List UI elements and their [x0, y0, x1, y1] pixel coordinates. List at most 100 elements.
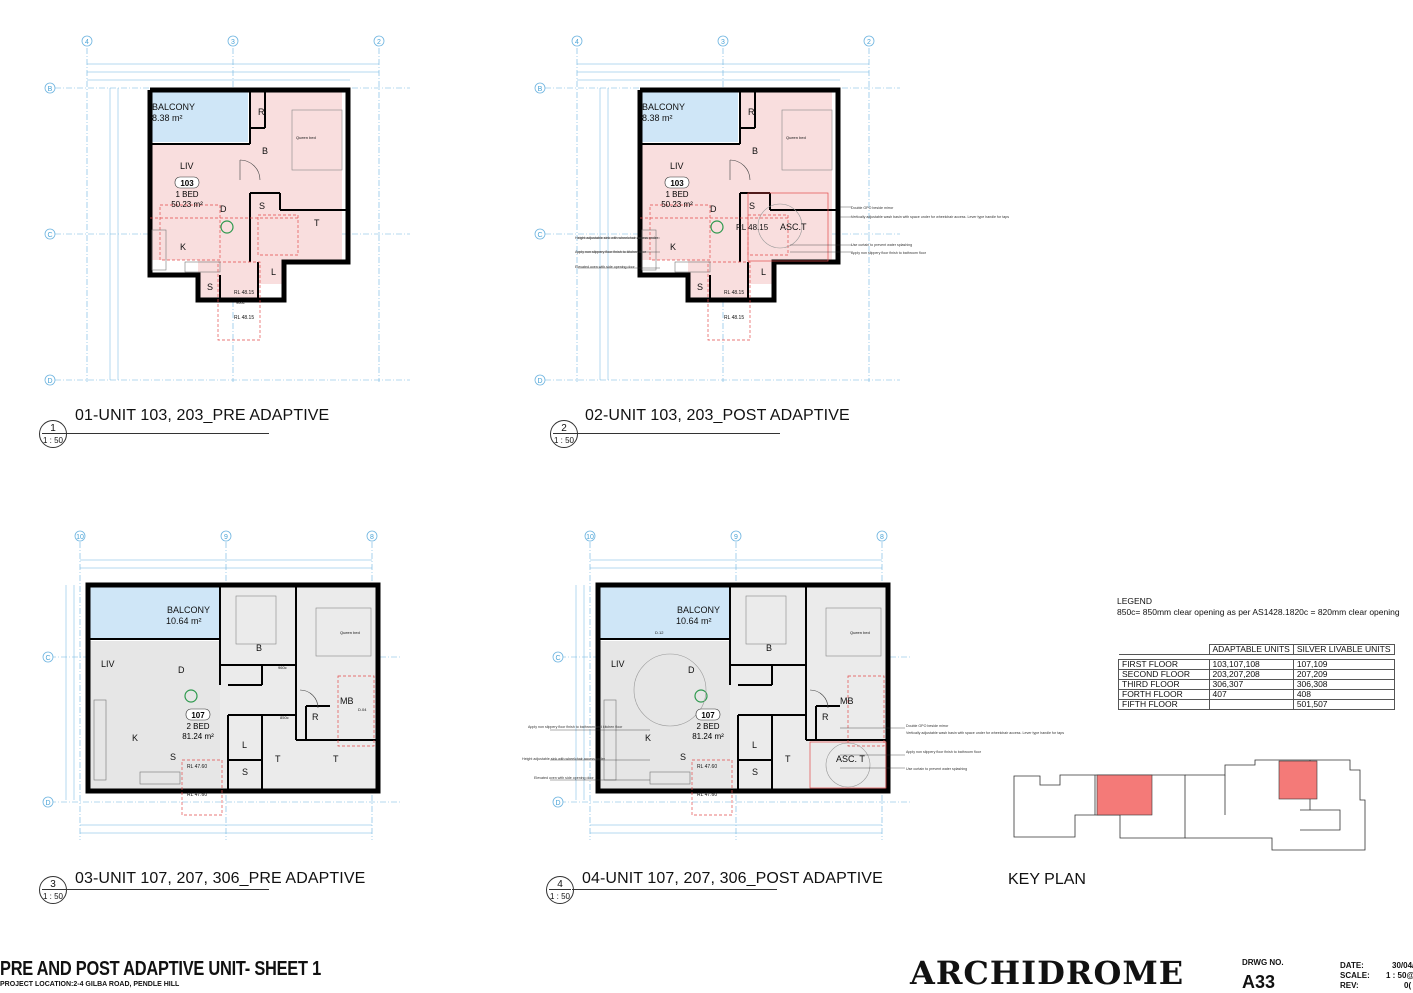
sheet-title: PRE AND POST ADAPTIVE UNIT- SHEET 1 [0, 958, 321, 980]
room-label-liv: LIV [611, 659, 625, 669]
door-label: 850c [280, 715, 289, 720]
svg-text:107: 107 [701, 711, 715, 720]
door-label: 960c [236, 300, 245, 305]
annotation: Height adjustable sink with wheelchair a… [575, 236, 659, 240]
plan-unit-103-pre [45, 36, 410, 385]
room-label-l: L [761, 267, 766, 277]
archidrome-logo: ARCHIDROME [910, 954, 1185, 992]
room-label-s2: S [207, 282, 213, 292]
unit-tag-107: 107 2 BED 81.24 m² [692, 708, 724, 741]
table-header-row: ADAPTABLE UNITS SILVER LIVABLE UNITS [1118, 644, 1395, 655]
key-plan-label: KEY PLAN [1008, 871, 1086, 888]
svg-text:2 BED: 2 BED [186, 722, 209, 731]
room-label-liv: LIV [101, 659, 115, 669]
annotation: Double GPO beside mirror [851, 206, 894, 210]
svg-text:107: 107 [191, 711, 205, 720]
annotation: Apply non slippery floor finish to bathr… [851, 251, 927, 255]
room-label-balcony: BALCONY [167, 605, 210, 615]
legend-heading: LEGEND [1117, 596, 1152, 606]
room-label-t: T [314, 218, 320, 228]
room-label-r: R [748, 107, 755, 117]
room-label-s: S [259, 201, 265, 211]
grid-label: 9 [734, 534, 738, 541]
room-label-d: D [688, 665, 695, 675]
room-label-d: D [710, 204, 717, 214]
svg-text:50.23 m²: 50.23 m² [661, 200, 693, 209]
room-label-mb: MB [340, 696, 354, 706]
balcony-area: 10.64 m² [676, 616, 712, 626]
grid-label: B [538, 86, 543, 93]
svg-text:2 BED: 2 BED [696, 722, 719, 731]
annotation: Apply non slippery floor finish to kitch… [575, 250, 647, 254]
room-label-k: K [132, 733, 138, 743]
annotation: Use curtain to prevent water splashing [906, 767, 967, 771]
rl-label: RL 47.60 [187, 764, 207, 770]
room-label-balcony: BALCONY [677, 605, 720, 615]
room-label-liv: LIV [670, 161, 684, 171]
room-label-s2: S [697, 282, 703, 292]
unit-tag-107: 107 2 BED 81.24 m² [182, 708, 214, 741]
scale-value: 1 : 50@ [1386, 971, 1413, 980]
door-tag: D.04 [358, 707, 367, 712]
units-table: ADAPTABLE UNITS SILVER LIVABLE UNITS FIR… [1118, 644, 1395, 710]
grid-label: 3 [721, 39, 725, 46]
room-label-k: K [180, 242, 186, 252]
room-label-balcony: BALCONY [152, 102, 195, 112]
view-title-1: 01-UNIT 103, 203_PRE ADAPTIVE [75, 407, 330, 424]
grid-label: C [555, 655, 560, 662]
grid-label: 10 [76, 534, 84, 541]
grid-label: 4 [575, 39, 579, 46]
unit-beds: 1 BED [175, 190, 198, 199]
room-label-mb: MB [840, 696, 854, 706]
date-value: 30/04/ [1392, 961, 1413, 970]
annotation: Vertically adjustable wash basin with sp… [906, 731, 1064, 735]
legend-text: 850c= 850mm clear opening as per AS1428.… [1117, 607, 1400, 617]
rl-label: RL 48.15 [234, 290, 254, 296]
grid-label: 9 [224, 534, 228, 541]
grid-label: C [47, 232, 52, 239]
rl-label: RL 48.15 [724, 315, 744, 321]
room-label-r: R [312, 712, 319, 722]
room-label-b: B [262, 146, 268, 156]
svg-text:1 BED: 1 BED [665, 190, 688, 199]
view-title-3: 03-UNIT 107, 207, 306_PRE ADAPTIVE [75, 870, 366, 887]
key-plan-highlight-b [1278, 760, 1318, 800]
annotation: Elevated oven with side opening door [534, 776, 595, 780]
date-label: DATE: [1340, 961, 1364, 970]
room-label-b: B [752, 146, 758, 156]
grid-label: D [45, 800, 50, 807]
room-label-b: B [766, 643, 772, 653]
balcony-area: 10.64 m² [166, 616, 202, 626]
rl-label: RL 48.15 [736, 223, 769, 232]
room-label-r: R [822, 712, 829, 722]
room-label-r: R [258, 107, 265, 117]
annotation: Vertically adjustable wash basin with sp… [851, 215, 1009, 219]
bed-label: Queen bed [850, 630, 870, 635]
grid-label: 2 [377, 39, 381, 46]
rev-label: REV: [1340, 981, 1359, 990]
scale-label: SCALE: [1340, 971, 1370, 980]
annotation: Apply non slippery floor finish to bathr… [528, 725, 623, 729]
annotation: Height adjustable sink with wheelchair a… [522, 757, 606, 761]
rl-label: RL 47.60 [697, 764, 717, 770]
room-label-l: L [752, 740, 757, 750]
room-label-t2: T [333, 754, 339, 764]
room-label-s2: S [752, 767, 758, 777]
grid-label: D [555, 800, 560, 807]
grid-label: D [47, 378, 52, 385]
svg-text:81.24 m²: 81.24 m² [692, 732, 724, 741]
annotation: Double GPO beside mirror [906, 724, 949, 728]
bed-label: Queen bed [340, 630, 360, 635]
unit-area: 50.23 m² [171, 200, 203, 209]
room-label-liv: LIV [180, 161, 194, 171]
drwg-no: A33 [1242, 972, 1276, 992]
rl-label: RL 48.15 [724, 290, 744, 296]
legend: LEGEND 850c= 850mm clear opening as per … [1117, 596, 1400, 618]
